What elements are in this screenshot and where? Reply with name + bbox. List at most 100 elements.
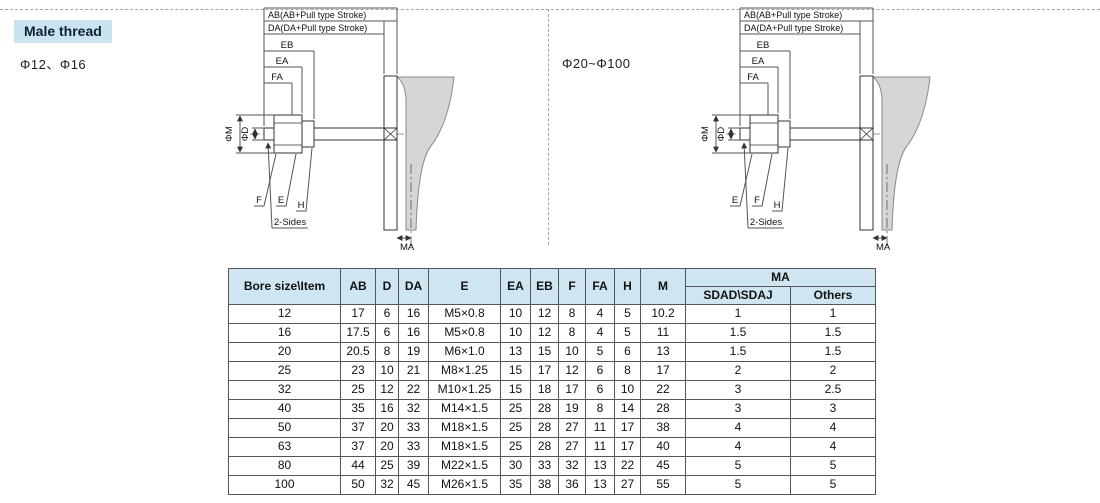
hex-nut-shape [273, 114, 303, 154]
table-cell: M5×0.8 [428, 304, 501, 324]
table-cell: 16 [398, 304, 429, 324]
page-title: Male thread [14, 20, 112, 43]
table-cell: 1.5 [685, 342, 791, 362]
table-cell: 10 [500, 323, 531, 343]
table-cell: M8×1.25 [428, 361, 501, 381]
size-range-label-small: Φ12、Φ16 [20, 57, 87, 72]
dim-label-fa: FA [271, 72, 283, 83]
header-eb: EB [530, 268, 559, 305]
dim-label-ea: EA [752, 56, 765, 67]
table-cell: 10 [558, 342, 586, 362]
bore-size-cell: 16 [228, 323, 341, 343]
size-range-label-large: Φ20~Φ100 [562, 56, 631, 71]
table-cell: 5 [685, 456, 791, 476]
table-cell: 4 [790, 418, 876, 438]
table-cell: 28 [530, 399, 559, 419]
mounting-flange-shape [871, 76, 931, 231]
table-cell: 10 [614, 380, 641, 400]
table-cell: 8 [614, 361, 641, 381]
table-cell: 2 [790, 361, 876, 381]
leader-lines [730, 142, 888, 248]
table-cell: 13 [500, 342, 531, 362]
leader-label-1: F [256, 195, 262, 206]
header-fa: FA [585, 268, 615, 305]
diameter-dims [236, 114, 274, 154]
bore-size-cell: 50 [228, 418, 341, 438]
table-cell: 39 [398, 456, 429, 476]
header-ma-sdad-sdaj: SDAD\SDAJ [685, 286, 791, 305]
table-cell: 5 [614, 304, 641, 324]
table-cell: 22 [398, 380, 429, 400]
table-cell: 8 [558, 304, 586, 324]
table-cell: 4 [585, 323, 615, 343]
leader-label-1: E [732, 195, 738, 206]
table-cell: 17.5 [340, 323, 376, 343]
table-cell: M5×0.8 [428, 323, 501, 343]
header-e: E [428, 268, 501, 305]
table-cell: 21 [398, 361, 429, 381]
table-cell: 37 [340, 437, 376, 457]
dim-label-phi-m: ΦM [224, 126, 235, 142]
table-cell: 35 [340, 399, 376, 419]
table-cell: 19 [398, 342, 429, 362]
dim-label-phi-d: ΦD [240, 127, 251, 142]
table-cell: 11 [585, 437, 615, 457]
table-cell: 28 [640, 399, 686, 419]
table-cell: 17 [640, 361, 686, 381]
table-cell: 17 [614, 437, 641, 457]
header-d: D [375, 268, 399, 305]
table-cell: 50 [340, 475, 376, 495]
table-cell: 12 [530, 323, 559, 343]
dim-label-eb: EB [281, 40, 294, 51]
table-cell: 38 [530, 475, 559, 495]
table-cell: 23 [340, 361, 376, 381]
table-cell: M14×1.5 [428, 399, 501, 419]
table-cell: 25 [500, 399, 531, 419]
dim-label-da: DA(DA+Pull type Stroke) [268, 23, 367, 33]
dimension-lines [263, 7, 398, 126]
table-cell: 1.5 [790, 342, 876, 362]
table-cell: 2.5 [790, 380, 876, 400]
table-cell: 17 [530, 361, 559, 381]
collar-shape [301, 120, 315, 148]
diameter-dims [712, 114, 750, 154]
leader-label-2: E [278, 195, 284, 206]
header-h: H [614, 268, 641, 305]
table-cell: 1.5 [685, 323, 791, 343]
table-cell: 4 [790, 437, 876, 457]
table-cell: 22 [640, 380, 686, 400]
table-cell: 5 [685, 475, 791, 495]
table-cell: M18×1.5 [428, 437, 501, 457]
table-cell: 5 [585, 342, 615, 362]
ma-label: MA [876, 242, 891, 253]
part-drawing [250, 75, 455, 231]
table-cell: 13 [585, 456, 615, 476]
center-dashed-divider [548, 9, 549, 245]
mounting-plate-shape [859, 75, 874, 231]
mounting-plate-shape [383, 75, 398, 231]
bore-size-cell: 32 [228, 380, 341, 400]
table-cell: 13 [640, 342, 686, 362]
table-cell: 4 [685, 437, 791, 457]
table-cell: 27 [614, 475, 641, 495]
table-cell: 3 [685, 399, 791, 419]
table-cell: 16 [375, 399, 399, 419]
dim-label-eb: EB [757, 40, 770, 51]
table-cell: 44 [340, 456, 376, 476]
two-sides-label: 2-Sides [274, 217, 306, 228]
table-cell: 8 [558, 323, 586, 343]
leader-labels: E F H 2-Sides MA [732, 195, 891, 253]
leader-label-3: H [774, 200, 781, 211]
dimension-labels: AB(AB+Pull type Stroke) DA(DA+Pull type … [700, 10, 843, 142]
dim-label-ab: AB(AB+Pull type Stroke) [744, 10, 842, 20]
table-cell: 22 [614, 456, 641, 476]
header-ab: AB [340, 268, 376, 305]
hex-nut-shape [749, 114, 779, 154]
